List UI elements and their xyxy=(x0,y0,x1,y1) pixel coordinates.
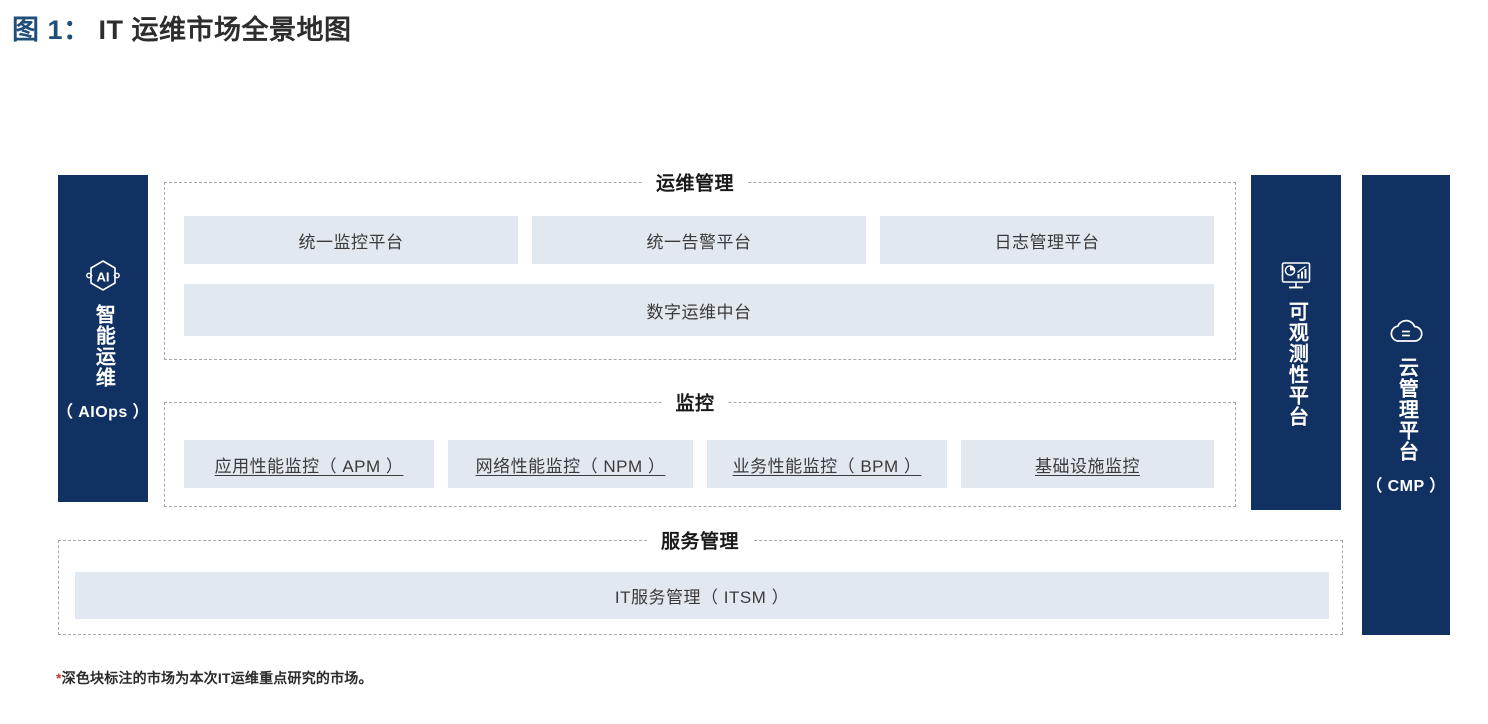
tile-infrastructure-monitoring[interactable]: 基础设施监控 xyxy=(961,440,1214,488)
pillar-cloud-management[interactable]: 云管理平台 （ CMP ） xyxy=(1362,175,1450,635)
pillar-aiops-sublabel: （ AIOps ） xyxy=(56,403,150,421)
pillar-observability[interactable]: 可观测性平台 xyxy=(1251,175,1341,510)
group-ops-management-heading: 运维管理 xyxy=(641,168,749,196)
tile-itsm[interactable]: IT服务管理（ ITSM ） xyxy=(75,572,1329,619)
ai-hexagon-icon: AI xyxy=(83,256,123,296)
tile-unified-alerting-platform[interactable]: 统一告警平台 xyxy=(532,216,866,264)
group-service-management-heading: 服务管理 xyxy=(646,526,754,554)
service-management-tile-row: IT服务管理（ ITSM ） xyxy=(75,572,1329,619)
ops-midplatform-row: 数字运维中台 xyxy=(184,284,1214,336)
tile-bpm[interactable]: 业务性能监控（ BPM ） xyxy=(707,440,947,488)
pillar-aiops-label: 智能运维 xyxy=(92,303,115,388)
svg-text:AI: AI xyxy=(97,269,110,284)
tile-digital-ops-midplatform[interactable]: 数字运维中台 xyxy=(184,284,1214,336)
monitor-chart-icon xyxy=(1279,259,1313,293)
pillar-cloud-management-label: 云管理平台 xyxy=(1395,356,1418,462)
tile-npm[interactable]: 网络性能监控（ NPM ） xyxy=(448,440,693,488)
figure-number: 图 1： xyxy=(12,15,91,45)
figure-title-text: IT 运维市场全景地图 xyxy=(98,15,352,45)
monitoring-tile-row: 应用性能监控（ APM ） 网络性能监控（ NPM ） 业务性能监控（ BPM … xyxy=(184,440,1214,488)
ops-platform-row: 统一监控平台 统一告警平台 日志管理平台 xyxy=(184,216,1214,264)
tile-unified-monitoring-platform[interactable]: 统一监控平台 xyxy=(184,216,518,264)
cloud-icon xyxy=(1386,315,1426,349)
pillar-aiops[interactable]: AI 智能运维 （ AIOps ） xyxy=(56,175,150,502)
tile-apm[interactable]: 应用性能监控（ APM ） xyxy=(184,440,434,488)
footnote-asterisk: * xyxy=(56,670,62,686)
footnote-text: 深色块标注的市场为本次IT运维重点研究的市场。 xyxy=(61,670,373,686)
page-title: 图 1：IT 运维市场全景地图 xyxy=(12,8,352,47)
pillar-observability-label: 可观测性平台 xyxy=(1285,300,1308,427)
footnote: *深色块标注的市场为本次IT运维重点研究的市场。 xyxy=(56,668,373,688)
tile-log-management-platform[interactable]: 日志管理平台 xyxy=(880,216,1214,264)
group-monitoring-heading: 监控 xyxy=(661,388,729,416)
pillar-cloud-management-sublabel: （ CMP ） xyxy=(1366,477,1446,495)
